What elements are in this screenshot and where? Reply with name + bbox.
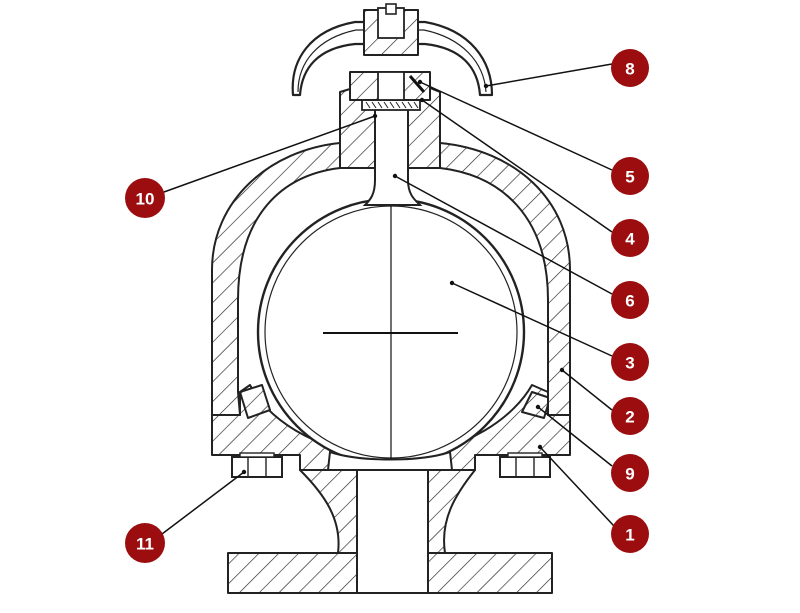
callout-layer: 8 5 4 6 3 2 9 1 10 11: [125, 49, 649, 563]
leader-dot-2: [559, 367, 565, 373]
gland-bore: [377, 71, 405, 101]
callout-label-3: 3: [625, 354, 634, 373]
leader-line-6: [394, 175, 613, 295]
leader-line-10: [163, 115, 376, 193]
callout-badge-6: [611, 281, 649, 319]
right-bolt: [499, 452, 551, 478]
stem: [362, 107, 423, 206]
packing-pattern: [365, 101, 419, 109]
callout-badge-9: [611, 454, 649, 492]
leader-line-3: [451, 282, 613, 357]
callout-label-4: 4: [625, 230, 635, 249]
leader-dot-5: [417, 79, 423, 85]
callout-label-6: 6: [625, 292, 634, 311]
callout-label-2: 2: [625, 408, 634, 427]
callout-badge-10: [125, 178, 165, 218]
callout-badge-1: [611, 515, 649, 553]
outlet-bore: [356, 469, 429, 594]
seat-ring-left: [239, 384, 271, 419]
callout-badge-5: [611, 157, 649, 195]
leader-dot-9: [535, 404, 541, 410]
callout-label-1: 1: [625, 526, 634, 545]
leader-line-9: [537, 406, 613, 467]
leader-dot-8: [483, 83, 489, 89]
leader-line-11: [161, 471, 245, 535]
leader-dot-1: [537, 444, 543, 450]
callout-badge-3: [611, 343, 649, 381]
callout-label-9: 9: [625, 465, 634, 484]
ball-lower-seat: [326, 450, 454, 471]
packing: [361, 99, 421, 111]
leader-line-1: [539, 446, 615, 527]
leader-line-8: [485, 63, 613, 87]
leader-dot-4: [419, 97, 425, 103]
callout-badge-11: [125, 523, 165, 563]
callout-label-11: 11: [136, 535, 154, 554]
callout-badge-4: [611, 219, 649, 257]
callout-label-8: 8: [625, 60, 634, 79]
leader-line-2: [561, 369, 613, 411]
leader-dot-6: [392, 173, 398, 179]
leader-line-4: [421, 99, 613, 233]
left-bolt: [231, 452, 283, 478]
leader-dot-10: [372, 113, 378, 119]
spindle-top: [385, 3, 397, 15]
callout-label-10: 10: [136, 190, 155, 209]
leader-dot-11: [241, 469, 247, 475]
callout-label-5: 5: [625, 168, 634, 187]
leader-dot-3: [449, 280, 455, 286]
handwheel-cap: [291, 20, 494, 97]
callout-badge-8: [611, 49, 649, 87]
callout-badge-2: [611, 397, 649, 435]
o-ring: [408, 75, 426, 93]
leader-line-5: [419, 81, 613, 171]
